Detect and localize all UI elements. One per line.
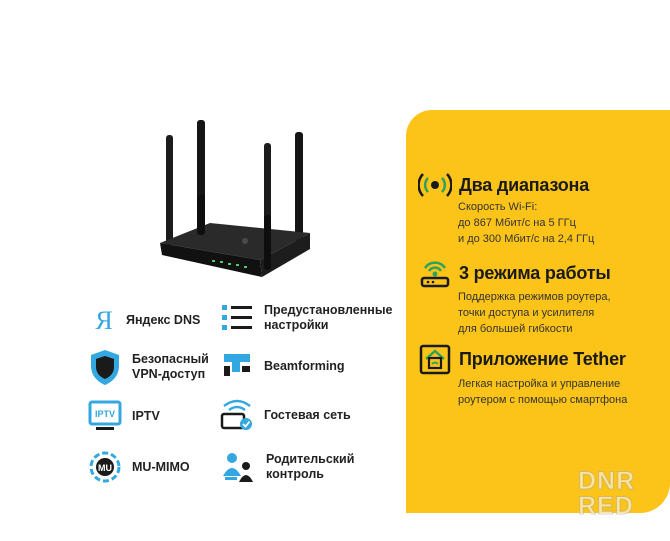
panel-feature-desc: Легкая настройка и управление роутером с… xyxy=(458,378,628,406)
panel-feature-dual-band: Два диапазона Скорость Wi-Fi: до 867 Мби… xyxy=(418,172,594,247)
home-app-icon xyxy=(419,344,451,375)
parental-control-icon xyxy=(223,453,253,482)
mu-icon-text: MU xyxy=(98,463,112,473)
watermark-line1: DNR xyxy=(578,467,636,495)
svg-text:Я: Я xyxy=(95,306,112,335)
feature-guest-network: Гостевая сеть xyxy=(220,398,351,432)
feature-label: IPTV xyxy=(132,408,160,423)
panel-feature-title: Два диапазона xyxy=(459,174,590,195)
beamforming-icon xyxy=(224,354,250,376)
feature-label: Гостевая сеть xyxy=(264,407,351,422)
feature-vpn: Безопасный VPN-доступ xyxy=(88,348,209,386)
feature-label: Родительский контроль xyxy=(266,452,355,481)
panel-feature-modes: 3 режима работы Поддержка режимов роутер… xyxy=(418,258,611,337)
watermark-line2: RED xyxy=(578,492,634,520)
panel-feature-title: Приложение Tether xyxy=(459,348,626,369)
feature-presets: Предустановленные настройки xyxy=(220,302,393,334)
panel-feature-desc: Скорость Wi-Fi: до 867 Мбит/с на 5 ГГц и… xyxy=(458,201,595,245)
mu-mimo-icon: MU xyxy=(89,451,121,483)
panel-feature-desc: Поддержка режимов роутера, точки доступа… xyxy=(458,291,611,335)
feature-beamforming: Beamforming xyxy=(220,350,345,382)
feature-iptv: IPTV IPTV xyxy=(88,400,160,432)
panel-feature-title: 3 режима работы xyxy=(459,262,611,283)
feature-label: Предустановленные настройки xyxy=(264,303,393,332)
router-modes-icon xyxy=(420,261,450,288)
guest-network-icon xyxy=(220,399,252,430)
watermark: DNR RED xyxy=(578,467,658,520)
feature-mu-mimo: MU MU-MIMO xyxy=(88,450,190,484)
router-image xyxy=(160,120,310,277)
tv-icon: IPTV xyxy=(88,400,122,430)
tv-icon-text: IPTV xyxy=(95,409,115,419)
feature-label: Яндекс DNS xyxy=(126,312,201,327)
yandex-icon: Я xyxy=(95,306,112,335)
wifi-broadcast-icon xyxy=(418,173,452,197)
feature-label: Безопасный VPN-доступ xyxy=(132,352,209,381)
feature-yandex-dns: Я Яндекс DNS xyxy=(92,305,200,335)
feature-parental-control: Родительский контроль xyxy=(220,450,354,484)
panel-feature-tether: Приложение Tether Легкая настройка и упр… xyxy=(418,343,627,408)
feature-label: Beamforming xyxy=(264,358,345,373)
shield-icon xyxy=(91,350,119,385)
feature-label: MU-MIMO xyxy=(132,459,190,474)
list-icon xyxy=(222,305,252,330)
